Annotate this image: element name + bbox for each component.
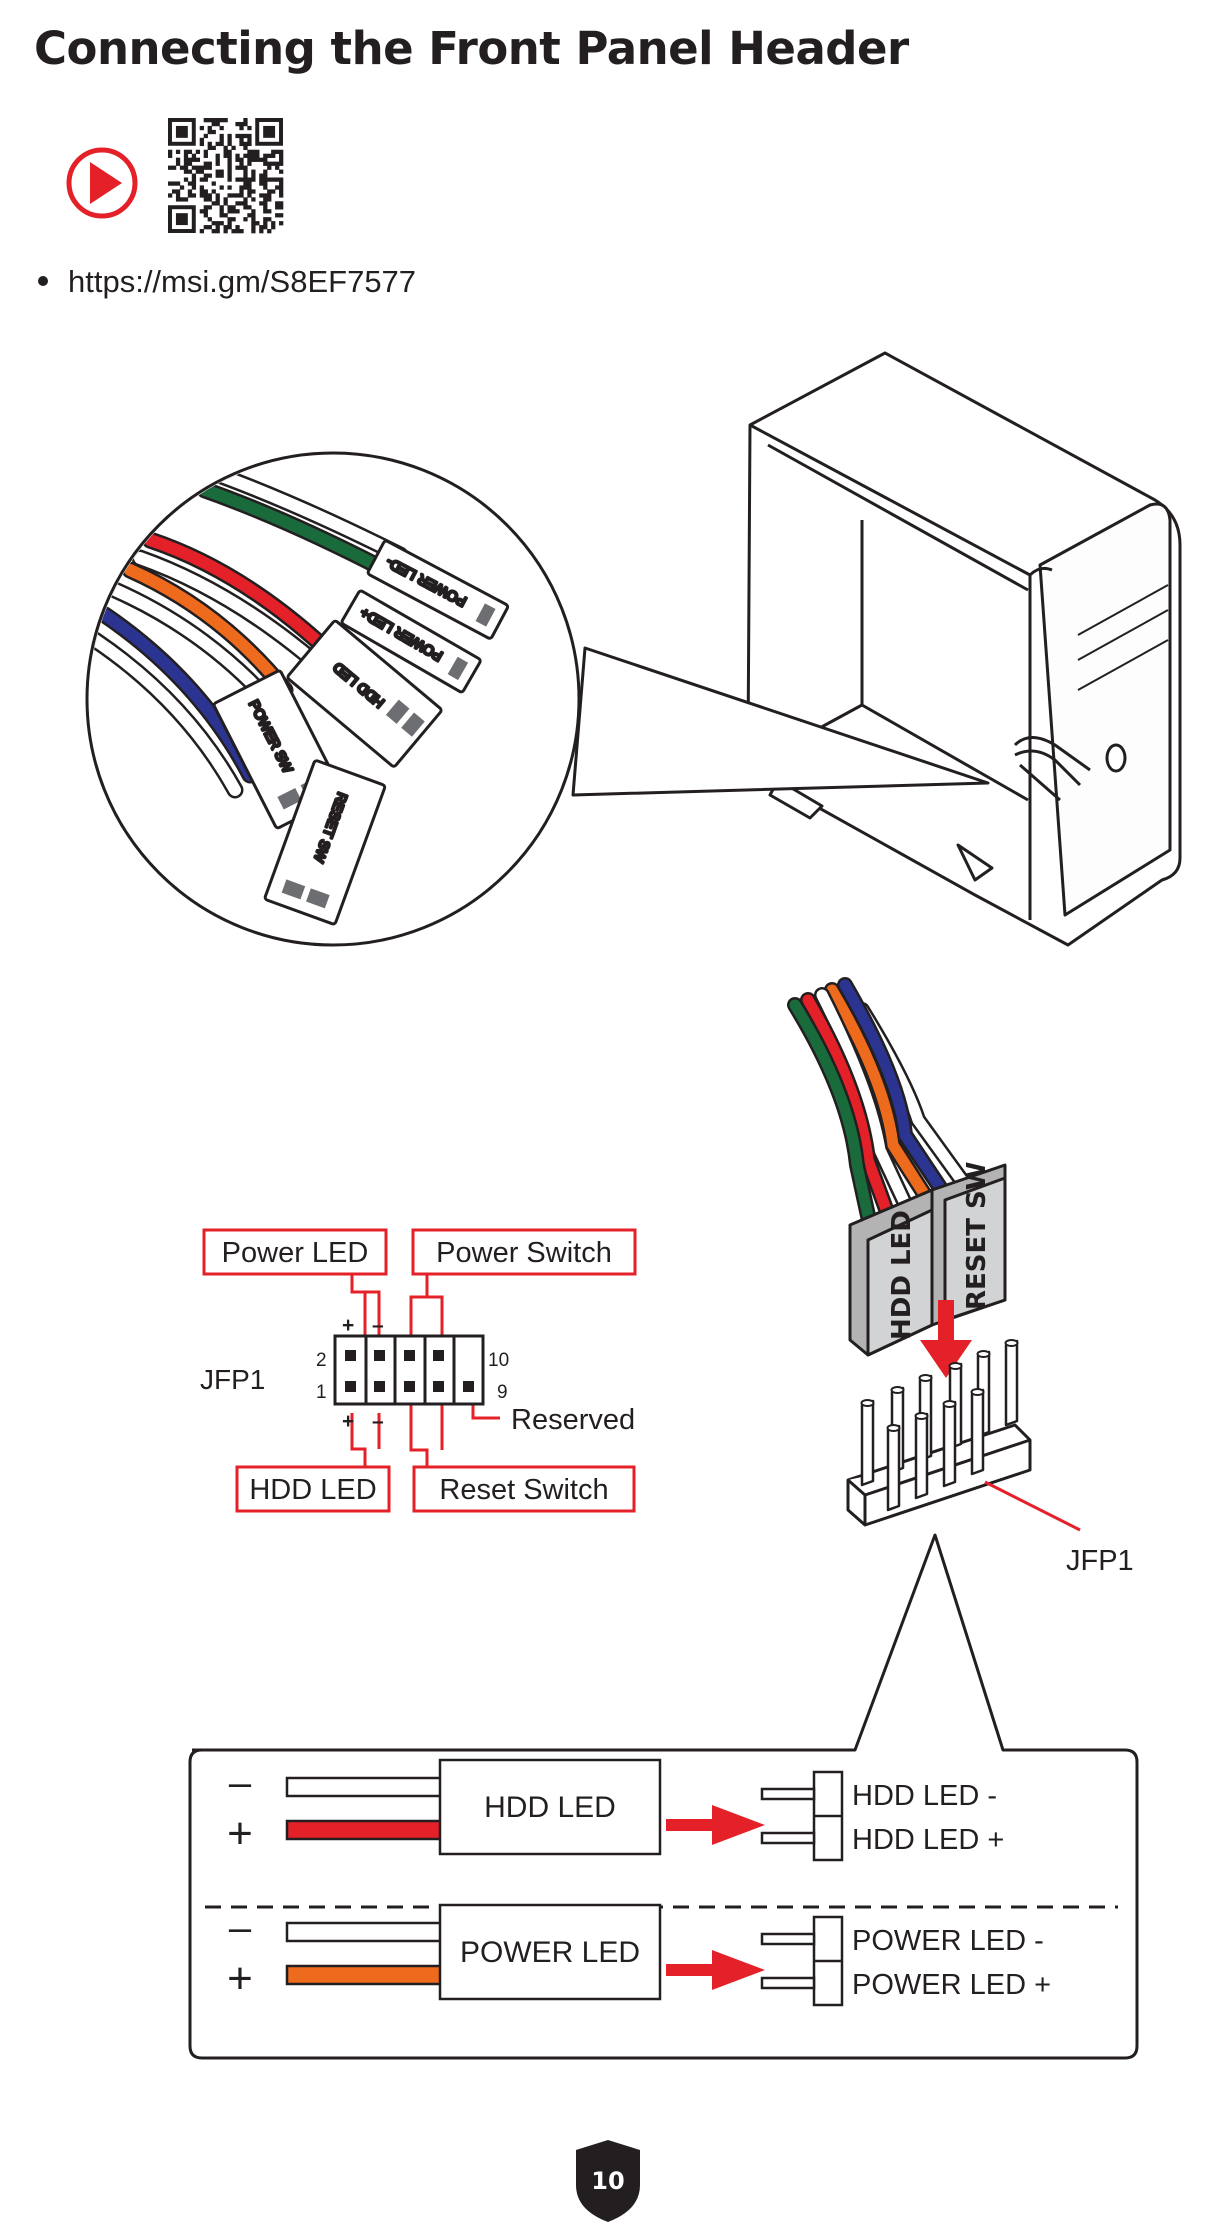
pin-label-positive: POWER LED +	[852, 1969, 1051, 2001]
minus-sign: –	[229, 1761, 252, 1805]
connector-housing	[438, 1758, 662, 1856]
connector-housing	[438, 1903, 662, 2001]
pin-number-2: 2	[316, 1350, 327, 1371]
pin-label-negative: POWER LED -	[852, 1925, 1044, 1957]
bullet-icon	[38, 275, 48, 286]
page-number-badge: 10	[576, 2140, 640, 2222]
header-pin	[886, 1424, 901, 1512]
plus-sign: +	[227, 1809, 253, 1858]
plus-sign: +	[227, 1954, 253, 2003]
pin-number-10: 10	[488, 1350, 509, 1371]
connector-name: HDD LED	[484, 1791, 616, 1824]
header-pin-negative	[760, 1932, 816, 1946]
arrow-right-icon	[712, 1805, 765, 1845]
video-url-link[interactable]: https://msi.gm/S8EF7577	[38, 264, 416, 300]
jfp1-pin-diagram: Power LED Power Switch HDD LED Reset Swi…	[200, 1228, 637, 1513]
label-reserved: Reserved	[511, 1404, 635, 1436]
polarity-row: –+ HDD LED HDD LED - HDD LED +	[227, 1758, 1004, 1862]
negative-wire	[285, 1921, 444, 1943]
header-pin	[1004, 1339, 1019, 1427]
positive-wire	[285, 1964, 444, 1986]
positive-wire	[285, 1819, 444, 1841]
label-reset-switch: Reset Switch	[439, 1474, 608, 1506]
header-pin-positive	[760, 1976, 816, 1990]
page-number: 10	[591, 2167, 624, 2195]
header-pin	[970, 1388, 985, 1476]
pc-case-illustration	[746, 351, 1182, 947]
pin-number-1: 1	[316, 1382, 327, 1403]
power-led-plus-mark: +	[342, 1314, 354, 1337]
negative-wire	[285, 1776, 444, 1798]
connector-name: POWER LED	[460, 1936, 640, 1969]
label-hdd-led: HDD LED	[249, 1474, 376, 1506]
play-video-icon[interactable]	[66, 147, 138, 219]
video-url-text: https://msi.gm/S8EF7577	[68, 264, 417, 299]
qr-code	[168, 118, 284, 234]
minus-sign: –	[229, 1906, 252, 1950]
pin-number-9: 9	[497, 1382, 508, 1403]
header-pin	[914, 1412, 929, 1500]
plug-label-reset-sw: RESET SW	[962, 1162, 992, 1310]
callout-magnifier: POWER LED- POWER LED+ HDD LED POWER SW	[85, 451, 581, 947]
header-pin-positive	[760, 1831, 816, 1845]
plug-and-header-illustration: HDD LED RESET SW JFP1	[787, 977, 1134, 1577]
label-jfp1-header: JFP1	[200, 1364, 265, 1395]
pin-label-positive: HDD LED +	[852, 1824, 1004, 1856]
pin-label-negative: HDD LED -	[852, 1780, 997, 1812]
arrow-right-icon	[712, 1950, 765, 1990]
polarity-row: –+ POWER LED POWER LED - POWER LED +	[227, 1903, 1051, 2007]
hdd-led-plus-mark: +	[342, 1410, 354, 1433]
label-power-switch: Power Switch	[436, 1237, 612, 1269]
label-power-led: Power LED	[222, 1237, 369, 1269]
page-title: Connecting the Front Panel Header	[34, 22, 909, 75]
power-led-minus-mark: –	[372, 1314, 384, 1337]
insert-arrow-icon	[920, 1300, 972, 1378]
hdd-led-minus-mark: –	[372, 1410, 384, 1433]
header-pin-negative	[760, 1787, 816, 1801]
plug-header-label-jfp1: JFP1	[1066, 1545, 1134, 1577]
header-pin	[860, 1399, 875, 1487]
plug-label-hdd-led: HDD LED	[887, 1210, 917, 1340]
header-pin	[942, 1400, 957, 1488]
